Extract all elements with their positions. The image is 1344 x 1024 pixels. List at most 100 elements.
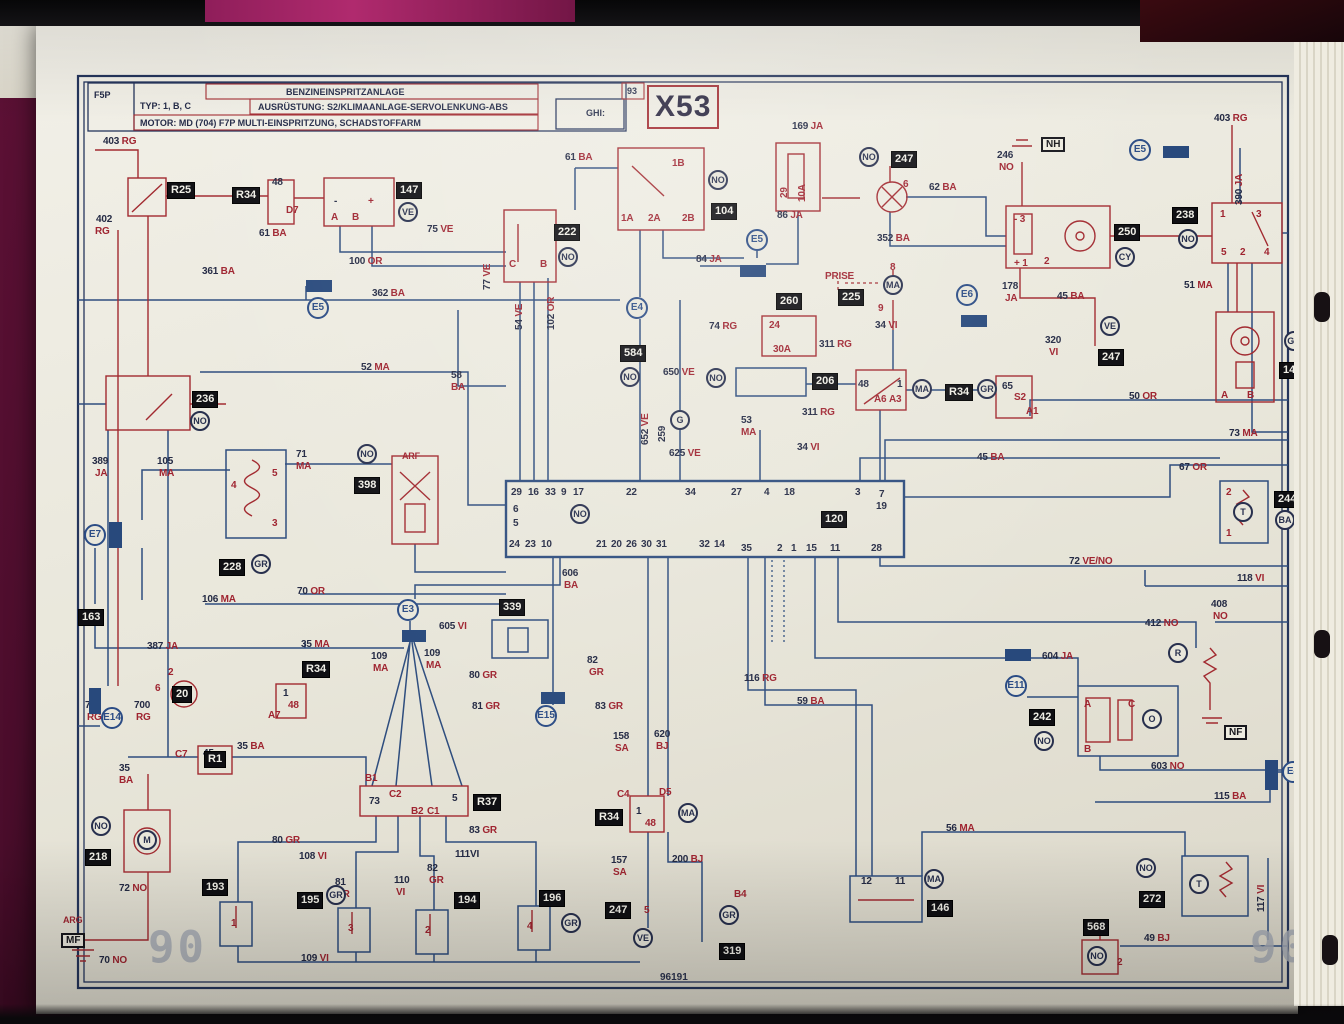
wire-label: B1	[365, 773, 378, 784]
wire-label: BA	[564, 580, 579, 591]
wire-label: VI	[1049, 347, 1059, 358]
binder-hole	[1314, 630, 1330, 658]
wire-label: 81	[335, 877, 346, 888]
harness-connector-circle: E6	[956, 284, 978, 306]
component-ref-box: R37	[473, 794, 502, 811]
wire-label: 82	[587, 655, 598, 666]
wire-label: 320	[1045, 335, 1062, 346]
wire-label: 51 MA	[1184, 280, 1213, 291]
component-ref-box: 238	[1172, 207, 1199, 224]
wire-label: 117 VI	[1256, 884, 1267, 912]
component-ref-box: 163	[78, 609, 105, 626]
title-block-motor: MOTOR: MD (704) F7P MULTI-EINSPRITZUNG, …	[140, 118, 421, 128]
wire-label: 48	[858, 379, 869, 390]
wire-label: 390 JA	[1234, 173, 1245, 205]
wire-label: 389	[92, 456, 109, 467]
wire-label: 158	[613, 731, 630, 742]
wire-label: 2	[1044, 256, 1050, 267]
wire-label: 5	[1221, 247, 1227, 258]
wire-color-circle: MA	[883, 275, 903, 295]
wire-label: C2	[389, 789, 402, 800]
wire-label: B	[352, 212, 360, 223]
component-ref-box: 247	[1098, 349, 1125, 366]
wire-label: 70 NO	[99, 955, 127, 966]
wire-label: 80 GR	[469, 670, 497, 681]
component-ref-box: 206	[812, 373, 839, 390]
wire-label: +	[368, 196, 374, 207]
wire-color-circle: NO	[1136, 858, 1156, 878]
wire-color-circle: NO	[190, 411, 210, 431]
wire-label: 48	[645, 818, 656, 829]
wire-label: C	[1128, 699, 1136, 710]
component-ref-box: 228	[219, 559, 246, 576]
wire-label: 22	[626, 487, 637, 498]
wire-label: + 1	[1014, 258, 1028, 269]
wire-label: SA	[613, 867, 627, 878]
wire-label: 82	[427, 863, 438, 874]
connector-marker	[89, 688, 101, 714]
wire-label: BJ	[656, 741, 669, 752]
component-ref-box: 104	[711, 203, 738, 220]
wire-label: ARG	[63, 915, 83, 925]
connector-marker	[109, 522, 122, 548]
wire-label: 6	[903, 179, 909, 190]
wire-label: 362 BA	[372, 288, 405, 299]
wire-color-circle: BA	[1275, 510, 1295, 530]
wire-label: 28	[871, 543, 882, 554]
wire-label: 606	[562, 568, 579, 579]
connector-marker	[1005, 649, 1031, 661]
component-ref-box: 146	[927, 900, 954, 917]
wire-label: 5	[513, 518, 519, 529]
wire-label: 49 BJ	[1144, 933, 1170, 944]
wire-label: 61 BA	[259, 228, 287, 239]
wire-label: 157	[611, 855, 628, 866]
wire-label: 8	[890, 262, 896, 273]
wire-color-circle: NO	[357, 444, 377, 464]
wire-label: C1	[427, 806, 440, 817]
component-ref-box: 195	[297, 892, 324, 909]
wire-label: 259	[657, 425, 668, 442]
component-ref-box: 193	[202, 879, 229, 896]
wire-label: C	[509, 259, 517, 270]
wire-label: 34	[685, 487, 696, 498]
wire-label: B	[1247, 390, 1255, 401]
harness-connector-circle: E4	[626, 297, 648, 319]
wire-color-circle: G	[670, 410, 690, 430]
wire-label: A7	[268, 710, 281, 721]
wire-label: 72 NO	[119, 883, 147, 894]
wire-label: 387 JA	[147, 641, 179, 652]
wire-label: 1	[1226, 528, 1232, 539]
connector-marker	[740, 265, 766, 277]
component-ref-box: 247	[891, 151, 918, 168]
component-ref-box: 319	[719, 943, 746, 960]
wire-label: D5	[659, 787, 672, 798]
wire-label: A	[1084, 699, 1092, 710]
wire-label: 10A	[797, 184, 808, 202]
wire-label: 34 VI	[797, 442, 820, 453]
wire-color-circle: VE	[633, 928, 653, 948]
connector-marker	[541, 692, 565, 704]
wire-label: MA	[741, 427, 757, 438]
wire-label: 625 VE	[669, 448, 701, 459]
wire-label: 403 RG	[1214, 113, 1248, 124]
ground-point-box: NH	[1041, 137, 1066, 152]
wire-label: 35	[119, 763, 130, 774]
component-ref-box: 247	[605, 902, 632, 919]
wire-label: A	[1221, 390, 1229, 401]
wire-label: 18	[784, 487, 795, 498]
wire-label: 361 BA	[202, 266, 235, 277]
wire-label: NO	[1213, 611, 1228, 622]
wire-color-circle: GR	[561, 913, 581, 933]
wire-label: 58	[451, 370, 462, 381]
wire-label: 23	[525, 539, 536, 550]
harness-connector-circle: E5	[746, 229, 768, 251]
harness-connector-circle: E3	[397, 599, 419, 621]
wire-label: A3	[889, 394, 902, 405]
wire-label: 402	[96, 214, 113, 225]
harness-connector-circle: E7	[84, 524, 106, 546]
component-ref-box: 20	[172, 686, 193, 703]
wire-label: 34 VI	[875, 320, 898, 331]
wire-color-circle: CY	[1115, 247, 1135, 267]
wire-label: 45 BA	[977, 452, 1005, 463]
